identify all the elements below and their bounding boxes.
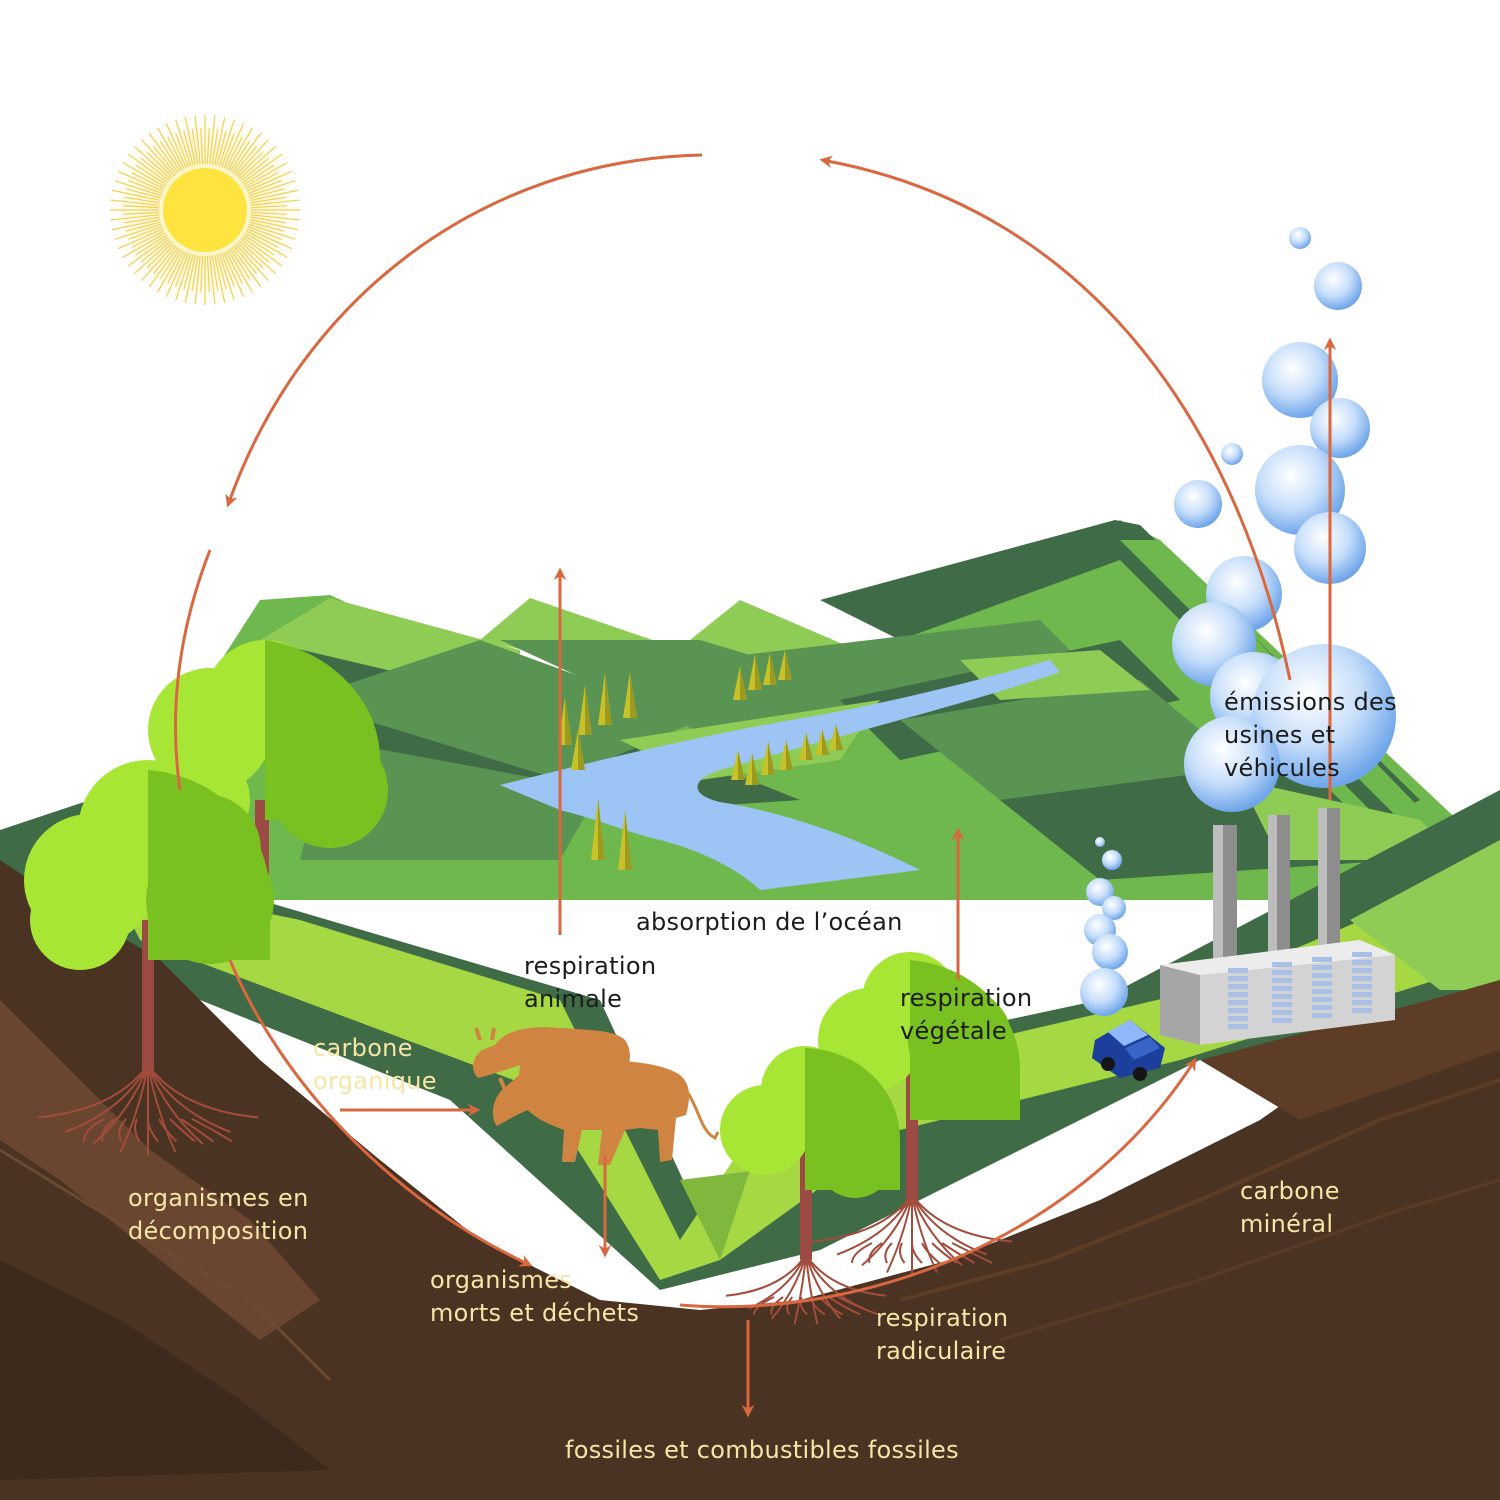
tree-front-left — [24, 760, 274, 1070]
arrow-sky-right — [819, 155, 1292, 681]
arrow-root-respiration — [679, 1057, 1197, 1309]
arrow-decomposition — [228, 959, 533, 1267]
tree-front-right — [720, 1046, 900, 1260]
soil-layers — [0, 860, 1500, 1500]
pine-trees — [558, 650, 858, 870]
tree-back-left — [148, 640, 388, 880]
car-icon — [1092, 1020, 1165, 1081]
arrow-sky-left — [225, 153, 703, 508]
cow-icon — [473, 1027, 720, 1165]
emission-bubbles — [1080, 227, 1396, 1016]
cycle-arrows — [173, 153, 1337, 1418]
factory-icon — [1160, 808, 1395, 1045]
river — [500, 660, 1060, 890]
sun-icon — [110, 115, 300, 305]
label-ocean-absorption: absorption de l’océan — [636, 908, 903, 936]
label-fossils: fossiles et combustibles fossiles — [565, 1436, 959, 1464]
